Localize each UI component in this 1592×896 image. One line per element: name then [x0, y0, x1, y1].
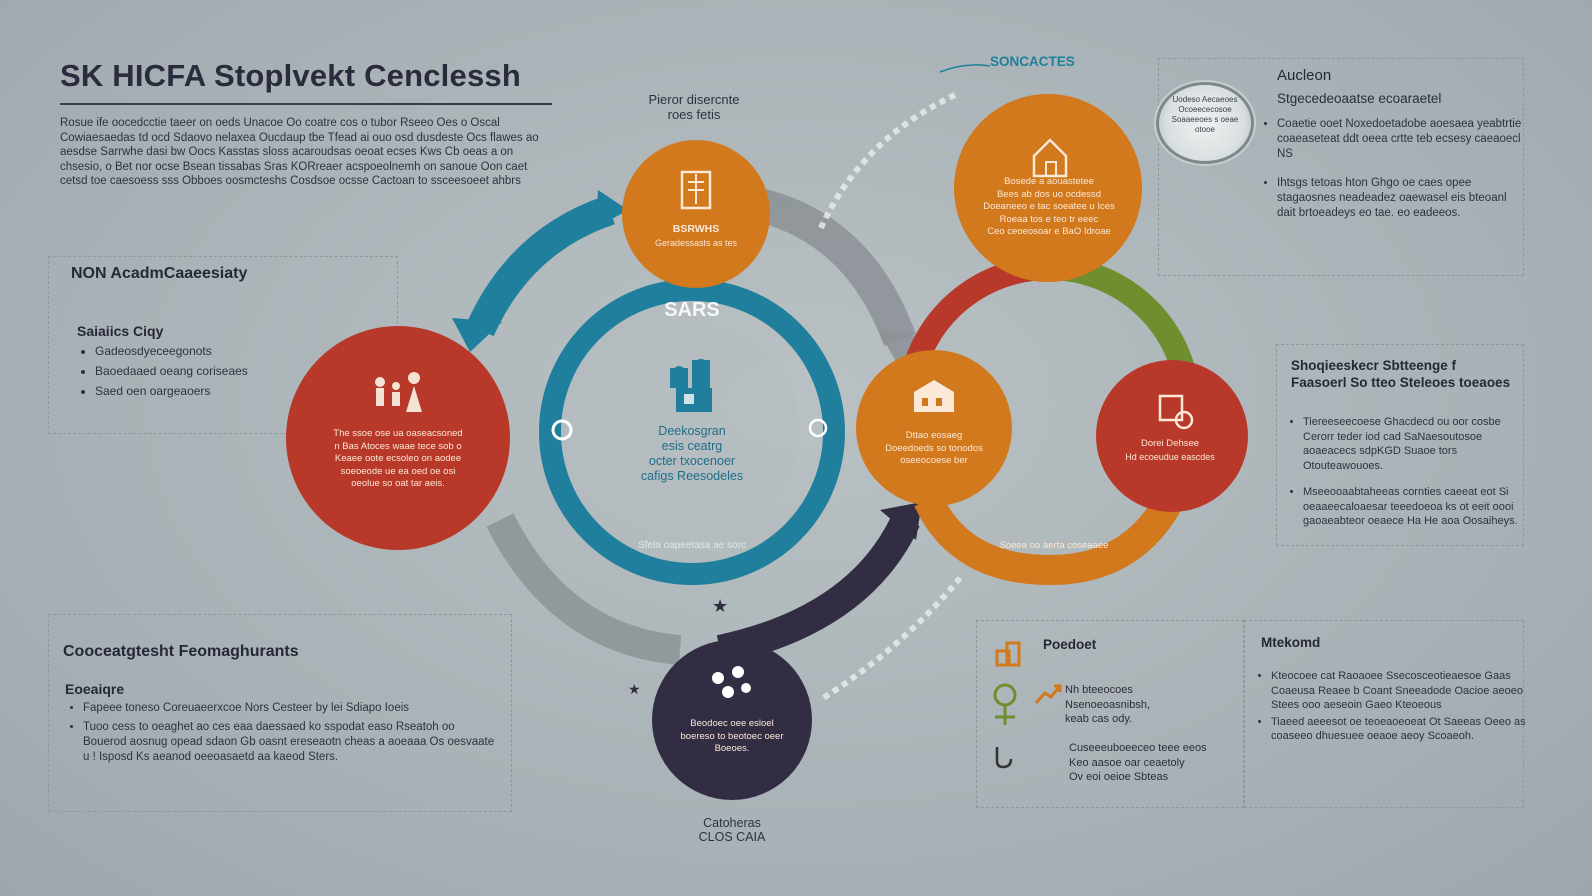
list-item: Tiaeed aeeesot oe teoeaoeoeat Ot Saeeas …: [1271, 715, 1527, 744]
navy-arrowhead: [880, 502, 922, 540]
team-icon: [712, 666, 751, 698]
bottom-label: Catoheras CLOS CAIA: [698, 816, 766, 844]
person-icon: [989, 681, 1025, 734]
list-item: Ihtsgs tetoas hton Ghgo oe caes opee sta…: [1277, 176, 1527, 221]
product-text-2: Cuseeeuboeeceo teee eeos Keo aasoe oar c…: [1069, 742, 1207, 783]
ring-green-arc: [1049, 256, 1196, 376]
dashed-swoosh-top: [817, 92, 957, 232]
panel-list: Fapeee toneso Coreuaeerxcoe Nors Cesteer…: [65, 701, 495, 765]
teal-arrowhead: [452, 318, 502, 352]
gray-arrow-bottom-left: [486, 513, 682, 665]
panel-action: Aucleon Stgecedeoaatse ecoaraetel Coaeti…: [1158, 58, 1524, 276]
panel-list: Gadeosdyeceegonots Baoedaaed oeang coris…: [77, 343, 377, 399]
panel-method: Mtekomd Kteocoee cat Raoaoee Ssecosceoti…: [1244, 620, 1527, 808]
panel-product: Poedoet Nh bteeocoes Nsenoeoasnibsh, kea…: [976, 620, 1244, 808]
center-ring-text: Sfela oapeetasa ae sorc: [638, 540, 746, 551]
dashed-swoosh-bottom: [818, 576, 963, 703]
top-right-circle: [954, 94, 1142, 282]
seal-badge: Uodeso Aecaeoes Ocoeececosoe Soaaeeoes s…: [1156, 82, 1254, 164]
center-text: Deekosgran esis ceatrg octer txocenoer c…: [640, 424, 744, 483]
house-icon: [1032, 138, 1068, 178]
list-item: Baoedaaed oeang coriseaes: [95, 363, 377, 379]
gear-icon: [1158, 394, 1194, 430]
teal-arrow: [466, 195, 615, 337]
intro-paragraph: Rosue ife oocedcctie taeer on oeds Unaco…: [60, 117, 539, 187]
panel-title: Cooceatgtesht Feomaghurants: [63, 643, 299, 660]
product-icon: [993, 639, 1027, 674]
page-title: SK HICFA Stoplvekt Cenclessh: [60, 58, 521, 93]
swirl-icon: [551, 419, 573, 441]
seal-text: Uodeso Aecaeoes Ocoeececosoe Soaaeeoes s…: [1171, 95, 1239, 134]
panel-list: Coaetie ooet Noxedoetadobe aoesaea yeabt…: [1259, 117, 1527, 225]
mid-orange-circle-text: Dttao eosaeg Doeedoeds so tonodos oseeoc…: [885, 430, 983, 466]
list-item: Tiereeseecoese Ghacdecd ou oor cosbe Cer…: [1303, 415, 1525, 473]
product-text-1: Nh bteeocoes Nsenoeoasnibsh, keab cas od…: [1065, 684, 1151, 725]
document-icon: [680, 170, 712, 210]
star-icon: ★: [712, 596, 728, 616]
navy-arrow: [716, 513, 920, 665]
panel-subtitle: Saiaiics Ciqy: [77, 323, 164, 339]
panel-list: Tiereeseecoese Ghacdecd ou oor cosbe Cer…: [1287, 415, 1525, 533]
top-circle-text: Geradessasts as tes: [655, 238, 738, 248]
title-divider: [60, 103, 552, 105]
bottom-circle-text: Beodoec oee esloel boereso to beotoec oe…: [680, 718, 784, 754]
panel-subtitle: Eoeaiqre: [65, 681, 125, 697]
ring-bottom-text: Soeea oo aerta coseaaee: [1000, 540, 1109, 551]
right-red-circle: [1096, 360, 1248, 512]
list-item: Fapeee toneso Coreuaeerxcoe Nors Cesteer…: [83, 701, 495, 716]
panel-title: Poedoet: [1043, 637, 1097, 652]
gray-arrow-top-right: [755, 188, 916, 346]
panel-title: NON AcadmCaaeesiaty: [71, 265, 248, 282]
center-title: SARS: [664, 299, 720, 321]
center-ring: [539, 279, 845, 585]
left-circle-text: The ssoe ose ua oaseacsoned n Bas Atoces…: [333, 428, 463, 489]
top-right-label-rule: [939, 64, 991, 73]
family-icon: [375, 372, 422, 412]
list-item: Gadeosdyeceegonots: [95, 343, 377, 359]
top-right-circle-text: Bosede a aouastetee Bees ab dos uo ocdes…: [983, 176, 1115, 237]
panel-title: Mtekomd: [1261, 635, 1321, 650]
left-circle: [286, 326, 510, 550]
list-item: Kteocoee cat Raoaoee Ssecosceotieaesoe G…: [1271, 669, 1527, 713]
list-item: Saed oen oargeaoers: [95, 383, 377, 399]
panel-strategies: Shoqieeskecr Sbtteenge f Faasoerl So tte…: [1276, 344, 1524, 546]
bottom-circle: [652, 640, 812, 800]
panel-title: Shoqieeskecr Sbtteenge f Faasoerl So tte…: [1291, 358, 1511, 390]
globe-icon: [808, 418, 828, 438]
list-item: Coaetie ooet Noxedoetadobe aoesaea yeabt…: [1277, 117, 1527, 162]
top-right-label: SONCACTES: [990, 54, 1075, 69]
right-red-circle-title: Dorei Dehsee: [1141, 438, 1199, 449]
mid-orange-circle: [856, 350, 1012, 506]
panel-list: Kteocoee cat Raoaoee Ssecosceotieaesoe G…: [1253, 669, 1527, 748]
panel-non-academic: NON AcadmCaaeesiaty Saiaiics Ciqy Gadeos…: [48, 256, 398, 434]
panel-subtitle: Stgecedeoaatse ecoaraetel: [1277, 91, 1442, 106]
list-item: Mseeooaabtaheeas cornties caeeat eot Si …: [1303, 485, 1525, 529]
right-red-circle-text: Hd ecoeudue eascdes: [1125, 452, 1215, 462]
chart-up-icon: [1033, 681, 1063, 712]
ring-orange-arc: [914, 461, 1199, 586]
top-label: Pieror disercnte roes fetis: [648, 92, 740, 122]
star-icon: ★: [628, 681, 641, 697]
list-item: Tuoo cess to oeaghet ao ces eaa daessaed…: [83, 720, 495, 765]
center-inner: [584, 324, 800, 540]
top-circle: [622, 140, 770, 288]
teal-arrowhead-top: [596, 190, 628, 228]
panel-foundations: Cooceatgtesht Feomaghurants Eoeaiqre Fap…: [48, 614, 512, 812]
people-icon: [670, 359, 712, 412]
top-circle-title: BSRWHS: [673, 223, 719, 235]
panel-title: Aucleon: [1277, 67, 1332, 84]
hook-icon: [989, 743, 1019, 776]
building-icon: [914, 380, 954, 412]
